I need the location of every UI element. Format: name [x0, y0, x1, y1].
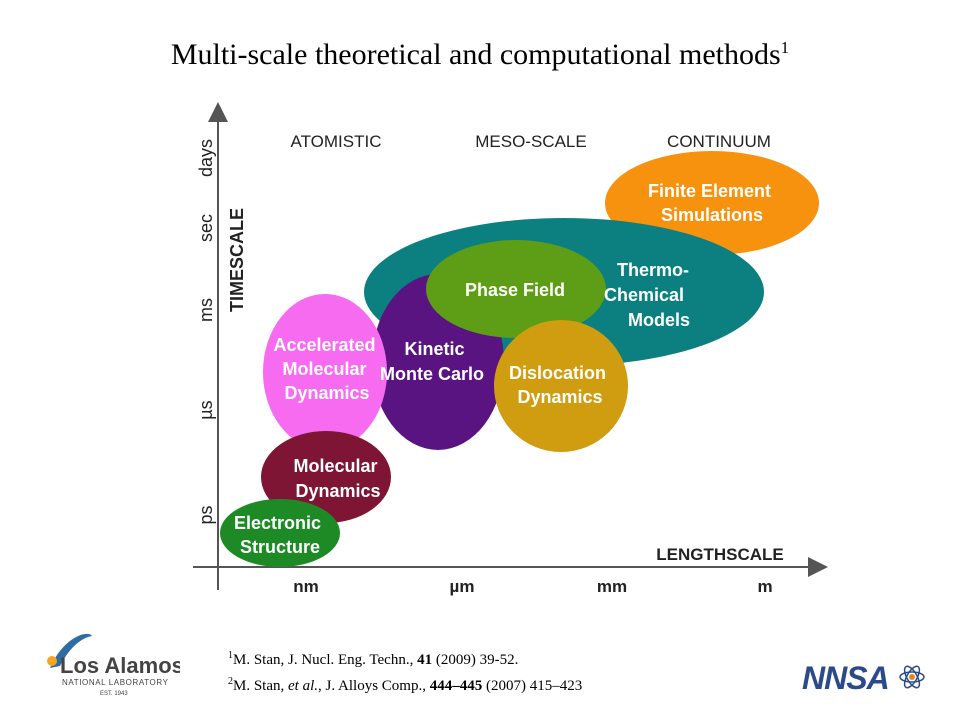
los-alamos-swoosh-icon: [50, 633, 92, 668]
reference-1: 1M. Stan, J. Nucl. Eng. Techn., 41 (2009…: [228, 645, 582, 671]
thermo-label: Thermo- Chemical Models: [604, 260, 694, 330]
md-label-line2: Dynamics: [295, 481, 380, 501]
ref1-marker: 1: [228, 650, 233, 661]
y-axis-title: TIMESCALE: [227, 208, 247, 312]
ref2-marker: 2: [228, 676, 233, 687]
phase-ellipse: [426, 240, 606, 338]
dislocation-label: Dislocation Dynamics: [509, 363, 611, 407]
y-tick-ms: ms: [196, 298, 216, 322]
ref1-volume: 41: [417, 652, 433, 668]
fem-label: Finite Element Simulations: [648, 181, 776, 225]
es-label: Electronic Structure: [234, 513, 326, 557]
y-tick-us: µs: [196, 400, 216, 419]
los-alamos-logo: Los Alamos NATIONAL LABORATORY EST. 1943: [47, 633, 180, 697]
md-label-line1: Molecular: [293, 456, 377, 476]
references: 1M. Stan, J. Nucl. Eng. Techn., 41 (2009…: [228, 645, 582, 697]
ref2-journal: , J. Alloys Comp.,: [318, 678, 430, 694]
x-tick-um: µm: [450, 577, 475, 596]
los-alamos-sun-icon: [47, 656, 57, 666]
region-meso-scale: MESO-SCALE: [475, 132, 586, 151]
ref2-pages: (2007) 415–423: [482, 678, 583, 694]
ref1-text: M. Stan, J. Nucl. Eng. Techn.,: [233, 652, 418, 668]
es-label-line2: Structure: [240, 537, 320, 557]
region-atomistic: ATOMISTIC: [291, 132, 382, 151]
los-alamos-name: Los Alamos: [60, 653, 180, 678]
region-continuum: CONTINUUM: [667, 132, 771, 151]
y-tick-sec: sec: [196, 214, 216, 242]
y-tick-days: days: [196, 139, 216, 177]
x-tick-nm: nm: [293, 577, 319, 596]
nnsa-wordmark: NNSA: [802, 660, 889, 696]
x-axis-title: LENGTHSCALE: [656, 545, 784, 564]
ref1-pages: (2009) 39-52.: [432, 652, 519, 668]
md-label: Molecular Dynamics: [293, 456, 382, 501]
kmc-label-line1: Kinetic: [404, 339, 464, 359]
ref2-volume: 444–445: [429, 678, 483, 694]
fem-label-line1: Finite Element: [648, 181, 771, 201]
thermo-label-line1: Thermo-: [617, 260, 689, 280]
ref2-author: M. Stan,: [233, 678, 289, 694]
y-tick-ps: ps: [196, 505, 216, 524]
nnsa-atom-icon: [899, 665, 925, 689]
fem-label-line2: Simulations: [661, 205, 763, 225]
dislocation-label-line1: Dislocation: [509, 363, 606, 383]
slide-title: Multi-scale theoretical and computationa…: [0, 38, 960, 72]
x-tick-mm: mm: [597, 577, 627, 596]
amd-label-line1: Accelerated: [273, 335, 375, 355]
thermo-label-line2: Chemical: [604, 285, 684, 305]
es-ellipse: [220, 499, 340, 567]
dislocation-ellipse: [494, 320, 628, 452]
reference-2: 2M. Stan, et al., J. Alloys Comp., 444–4…: [228, 671, 582, 697]
ref2-etal: et al.: [288, 678, 319, 694]
kmc-label-line2: Monte Carlo: [380, 364, 484, 384]
es-label-line1: Electronic: [234, 513, 321, 533]
thermo-label-line3: Models: [628, 310, 690, 330]
phase-label: Phase Field: [465, 280, 565, 300]
phase-label-line1: Phase Field: [465, 280, 565, 300]
slide-title-text: Multi-scale theoretical and computationa…: [170, 38, 781, 71]
amd-label: Accelerated Molecular Dynamics: [273, 335, 380, 403]
amd-label-line2: Molecular: [282, 359, 366, 379]
kmc-label: Kinetic Monte Carlo: [380, 339, 484, 384]
amd-label-line3: Dynamics: [284, 383, 369, 403]
x-tick-m: m: [757, 577, 772, 596]
dislocation-label-line2: Dynamics: [517, 387, 602, 407]
title-footnote-marker: 1: [780, 38, 790, 57]
nnsa-logo: NNSA: [802, 660, 925, 696]
los-alamos-est: EST. 1943: [100, 691, 128, 697]
los-alamos-subtitle: NATIONAL LABORATORY: [62, 678, 169, 687]
amd-ellipse: [263, 294, 387, 450]
